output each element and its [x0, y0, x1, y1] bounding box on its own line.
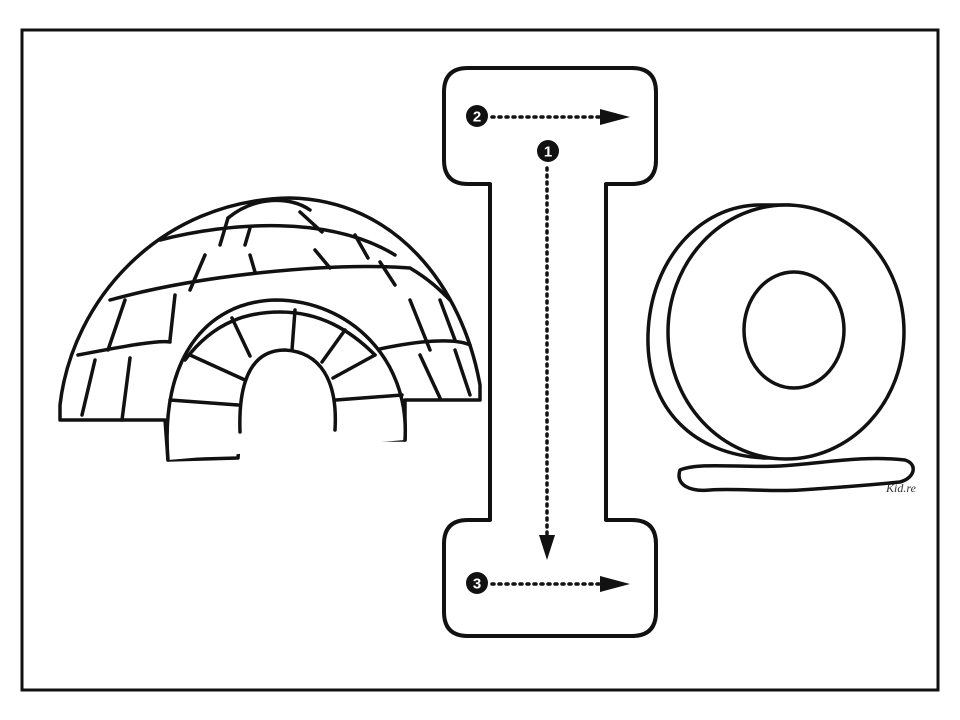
- stroke-3-guide: 3: [466, 572, 630, 594]
- arrow-down-icon: [539, 535, 555, 560]
- step-1-number: 1: [544, 144, 552, 161]
- page-border: [20, 28, 940, 692]
- step-3-badge: [466, 572, 488, 594]
- watermark-text: Kid.re: [885, 481, 917, 495]
- igloo-drawing: [58, 196, 482, 462]
- step-3-number: 3: [473, 576, 481, 593]
- stroke-2-guide: 2: [466, 105, 630, 127]
- arrow-right-icon: [600, 576, 630, 592]
- step-2-badge: [466, 105, 488, 127]
- letter-i-outline: [442, 66, 658, 638]
- arrow-right-icon: [600, 109, 630, 125]
- step-1-badge: [537, 140, 559, 162]
- stroke-1-guide: 1: [537, 140, 559, 560]
- ice-ring-drawing: [646, 203, 915, 493]
- step-2-number: 2: [473, 109, 481, 126]
